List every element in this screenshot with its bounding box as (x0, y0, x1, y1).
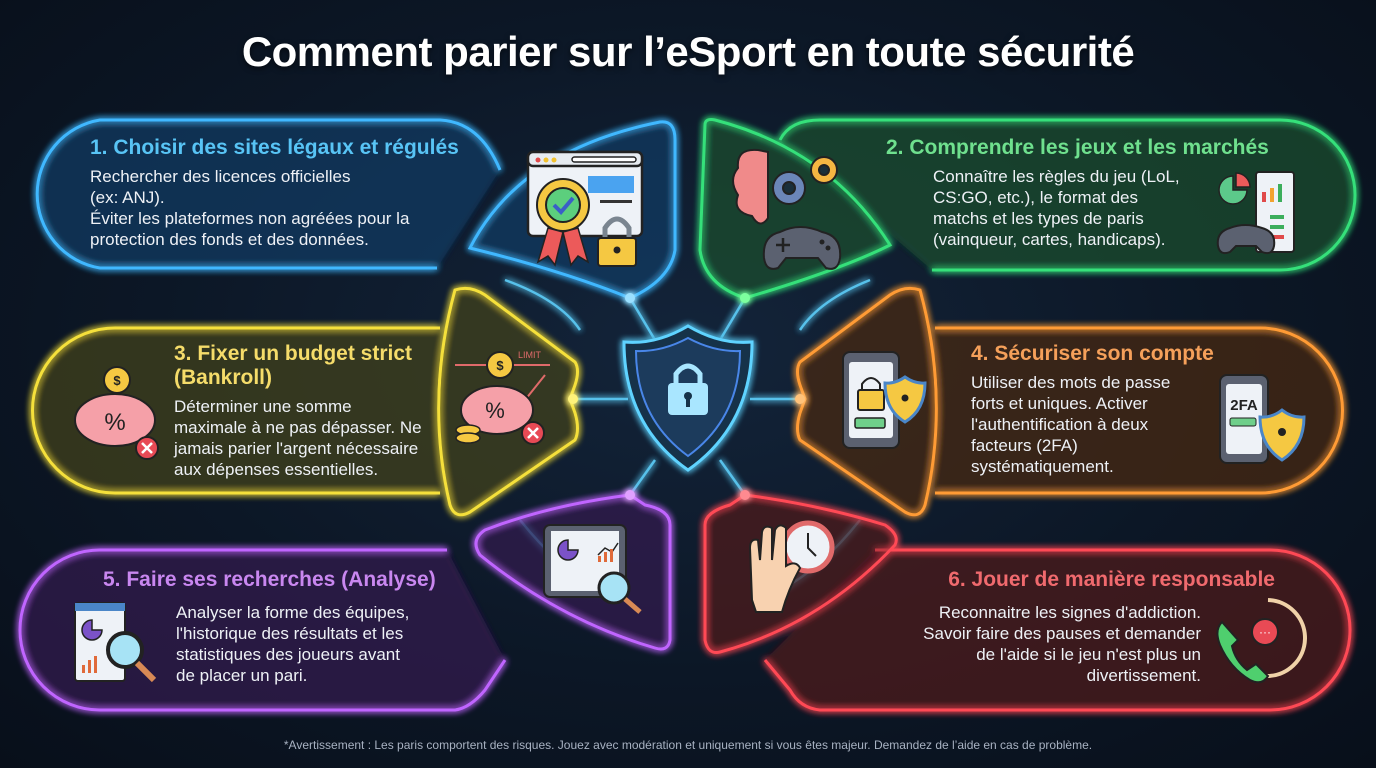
panel-5-heading: 5. Faire ses recherches (Analyse) (103, 568, 436, 591)
connector-nodes (568, 293, 805, 500)
panel-4-line-2: forts et uniques. Activer (971, 394, 1148, 414)
gamepad-stats-icon (1216, 171, 1295, 255)
panel-3: 3. Fixer un budget strict (Bankroll) Dét… (174, 342, 444, 480)
tablet-analytics-icon (543, 524, 642, 614)
panel-5-line-4: de placer un pari. (176, 666, 308, 686)
panel-2-heading: 2. Comprendre les jeux et les marchés (886, 136, 1269, 159)
panel-4: 4. Sécuriser son compte Utiliser des mot… (971, 342, 1231, 477)
panel-1-line-3: Éviter les plateformes non agréées pour … (90, 209, 410, 229)
certified-website-lock-icon (526, 150, 644, 267)
piggy-bank-limit-icon: $ LIMIT % (455, 350, 550, 445)
panel-6-line-4: divertissement. (1086, 666, 1201, 686)
panel-6: 6. Jouer de manière responsable Reconnai… (900, 568, 1275, 686)
panel-2-line-1: Connaître les règles du jeu (LoL, (933, 167, 1180, 187)
brain-gear-gamepad-icon (732, 148, 842, 270)
svg-text:$: $ (113, 373, 121, 388)
page-title: Comment parier sur l’eSport en toute séc… (241, 28, 1135, 75)
panel-4-line-4: facteurs (2FA) (971, 436, 1078, 456)
limit-label: LIMIT (518, 350, 542, 360)
panel-6-heading: 6. Jouer de manière responsable (948, 568, 1275, 591)
panel-2-line-2: CS:GO, etc.), le format des (933, 188, 1139, 208)
disclaimer-footer: *Avertissement : Les paris comportent de… (283, 738, 1093, 752)
panel-3-heading-line-2: (Bankroll) (174, 366, 273, 390)
panel-2-line-4: (vainqueur, cartes, handicaps). (933, 230, 1166, 250)
panel-5-line-2: l'historique des résultats et les (176, 624, 404, 644)
panel-1: 1. Choisir des sites légaux et régulés R… (90, 136, 490, 250)
phone-help-icon: ··· (1216, 598, 1307, 684)
panel-1-line-2: (ex: ANJ). (90, 188, 165, 208)
panel-4-heading: 4. Sécuriser son compte (971, 342, 1214, 365)
panel-1-heading: 1. Choisir des sites légaux et régulés (90, 136, 459, 159)
panel-1-line-1: Rechercher des licences officielles (90, 167, 351, 187)
panel-3-line-4: aux dépenses essentielles. (174, 460, 379, 480)
panel-3-heading-line-1: 3. Fixer un budget strict (174, 342, 413, 365)
piggy-bank-icon: $ % (74, 366, 159, 460)
svg-text:···: ··· (1259, 625, 1271, 639)
panel-2: 2. Comprendre les jeux et les marchés Co… (886, 136, 1306, 250)
panel-5-line-3: statistiques des joueurs avant (176, 645, 400, 665)
panel-1-line-4: protection des fonds et des données. (90, 230, 369, 250)
panel-6-line-1: Reconnaitre les signes d'addiction. (938, 603, 1201, 623)
shield-lock-icon (622, 324, 754, 472)
svg-text:%: % (485, 398, 505, 423)
panel-6-frame (703, 493, 1352, 712)
panel-4-line-5: systématiquement. (971, 457, 1114, 477)
report-magnifier-icon (74, 602, 157, 683)
phone-2fa-icon: 2FA (1219, 374, 1306, 464)
panel-4-line-3: l'authentification à deux (971, 415, 1149, 435)
panel-4-line-1: Utiliser des mots de passe (971, 373, 1171, 393)
svg-text:$: $ (496, 358, 504, 373)
panel-5-line-1: Analyser la forme des équipes, (176, 603, 410, 623)
panel-5: 5. Faire ses recherches (Analyse) Analys… (103, 568, 463, 686)
panel-3-line-1: Déterminer une somme (174, 397, 352, 417)
hand-clock-icon (748, 520, 835, 613)
panel-2-line-3: matchs et les types de paris (933, 209, 1144, 229)
svg-text:2FA: 2FA (1230, 397, 1258, 414)
panel-3-line-3: jamais parier l'argent nécessaire (174, 439, 419, 459)
phone-lock-shield-icon (842, 351, 927, 449)
panel-6-line-3: de l'aide si le jeu n'est plus un (976, 645, 1201, 665)
svg-text:%: % (104, 409, 125, 436)
panel-6-line-2: Savoir faire des pauses et demander (923, 624, 1201, 644)
panel-3-line-2: maximale à ne pas dépasser. Ne (174, 418, 422, 438)
